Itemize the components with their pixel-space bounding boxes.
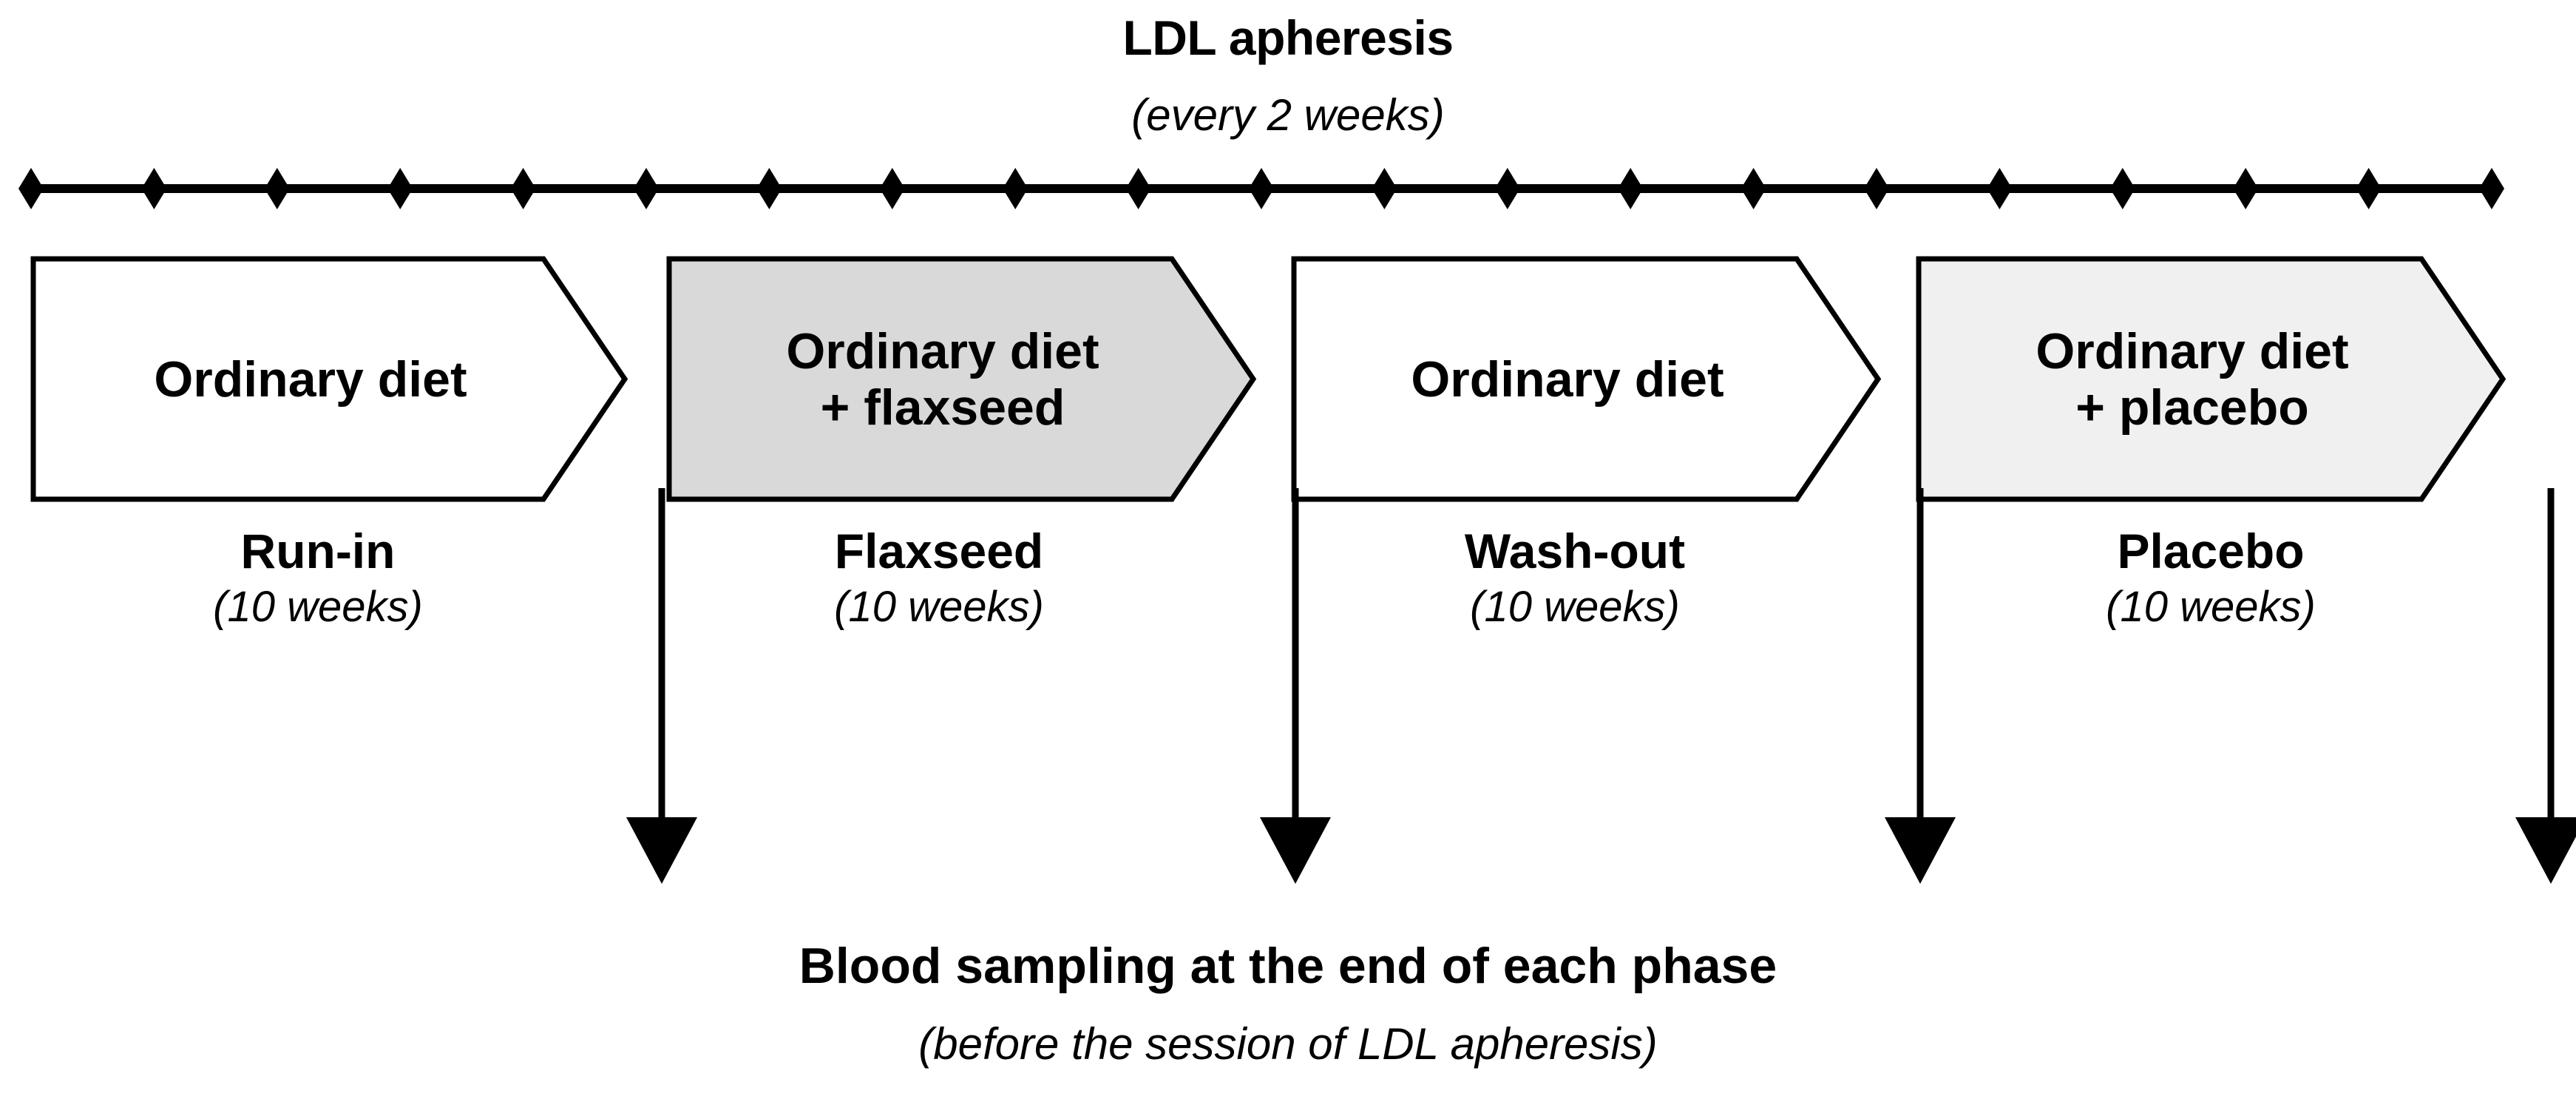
- phase-caption-placebo: Placebo (10 weeks): [1878, 527, 2543, 629]
- down-arrow-head: [626, 817, 697, 884]
- phase-chevron-wash-out: [1291, 256, 1882, 502]
- phase-box-label-wash-out: Ordinary diet: [1411, 351, 1724, 408]
- diamond-marker: [634, 168, 659, 209]
- phase-chevron-flaxseed: [666, 256, 1257, 502]
- apheresis-timeline: [18, 168, 2504, 209]
- phase-caption-run-in: Run-in (10 weeks): [0, 527, 651, 629]
- diamond-marker: [2479, 168, 2504, 209]
- diamond-marker: [2109, 168, 2135, 209]
- diamond-marker: [2233, 168, 2259, 209]
- phase-name-flaxseed: Flaxseed: [834, 524, 1044, 578]
- diamond-marker: [387, 168, 413, 209]
- down-arrow-head: [1885, 817, 1956, 884]
- blood-sampling-subcaption: (before the session of LDL apheresis): [918, 1019, 1658, 1069]
- diamond-marker: [510, 168, 536, 209]
- phase-box-label-flaxseed: Ordinary diet + flaxseed: [786, 322, 1099, 436]
- diamond-marker: [1372, 168, 1397, 209]
- diamond-marker: [264, 168, 290, 209]
- phase-caption-flaxseed: Flaxseed (10 weeks): [606, 527, 1272, 629]
- diamond-marker: [756, 168, 782, 209]
- phase-name-wash-out: Wash-out: [1464, 524, 1686, 578]
- phase-duration-placebo: (10 weeks): [2106, 583, 2316, 631]
- diamond-marker: [1125, 168, 1151, 209]
- blood-sampling-arrows: [626, 488, 2576, 884]
- diamond-marker: [18, 168, 44, 209]
- diamond-marker: [1987, 168, 2013, 209]
- phase-name-run-in: Run-in: [240, 524, 396, 578]
- apheresis-title: LDL apheresis: [1122, 10, 1454, 65]
- phase-duration-run-in: (10 weeks): [213, 583, 423, 631]
- phase-chevron-run-in: [30, 256, 628, 502]
- diamond-marker: [141, 168, 167, 209]
- diamond-marker: [1618, 168, 1644, 209]
- phase-duration-wash-out: (10 weeks): [1470, 583, 1680, 631]
- down-arrow-head: [1260, 817, 1331, 884]
- apheresis-subtitle: (every 2 weeks): [1131, 90, 1445, 140]
- phase-duration-flaxseed: (10 weeks): [834, 583, 1044, 631]
- diamond-marker: [2356, 168, 2382, 209]
- diamond-marker: [1003, 168, 1028, 209]
- diamond-marker: [1249, 168, 1274, 209]
- phase-name-placebo: Placebo: [2117, 524, 2305, 578]
- phase-caption-wash-out: Wash-out (10 weeks): [1242, 527, 1908, 629]
- diamond-marker: [1741, 168, 1766, 209]
- blood-sampling-caption: Blood sampling at the end of each phase: [799, 938, 1777, 994]
- diamond-marker: [879, 168, 905, 209]
- diamond-marker: [1864, 168, 1889, 209]
- down-arrow-head: [2515, 817, 2576, 884]
- phase-box-label-placebo: Ordinary diet + placebo: [2036, 322, 2349, 436]
- phase-chevron-placebo: [1916, 256, 2506, 502]
- phase-box-label-run-in: Ordinary diet: [154, 351, 467, 408]
- phase-chevrons: [30, 256, 2506, 502]
- diamond-marker: [1494, 168, 1520, 209]
